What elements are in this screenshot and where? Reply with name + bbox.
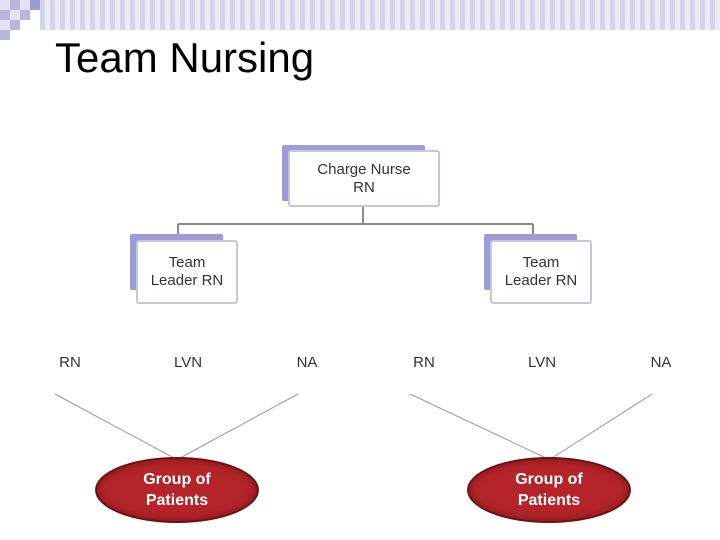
team-leader-right-line2: Leader RN <box>504 272 578 289</box>
patients-left-line1: Group of <box>143 471 211 488</box>
patients-group-left: Group of Patients <box>95 457 259 523</box>
charge-nurse-line2: RN <box>353 178 375 196</box>
team-leader-right-box: Team Leader RN <box>490 240 592 304</box>
team-leader-left-line1: Team <box>168 254 206 271</box>
staff-left-rn: RN <box>59 354 81 371</box>
team-leader-left-line2: Leader RN <box>150 272 224 289</box>
patients-group-right: Group of Patients <box>467 457 631 523</box>
patients-right-line1: Group of <box>515 471 583 488</box>
staff-line-right-1 <box>409 393 547 459</box>
team-leader-right-line1: Team <box>522 254 560 271</box>
staff-right-lvn: LVN <box>527 354 557 371</box>
decorative-checker-pattern <box>0 0 720 40</box>
staff-left-na: NA <box>296 354 318 371</box>
charge-nurse-box: Charge Nurse RN <box>288 150 440 207</box>
staff-line-right-2 <box>551 393 653 459</box>
slide-title: Team Nursing <box>55 34 315 81</box>
staff-right-na: NA <box>650 354 672 371</box>
team-leader-left-box: Team Leader RN <box>136 240 238 304</box>
staff-line-left-2 <box>179 393 299 459</box>
charge-nurse-line1: Charge Nurse <box>317 160 411 178</box>
staff-left-lvn: LVN <box>173 354 203 371</box>
staff-right-rn: RN <box>413 354 435 371</box>
staff-line-left-1 <box>54 393 175 459</box>
patients-right-line2: Patients <box>517 492 581 509</box>
patients-left-line2: Patients <box>145 492 209 509</box>
